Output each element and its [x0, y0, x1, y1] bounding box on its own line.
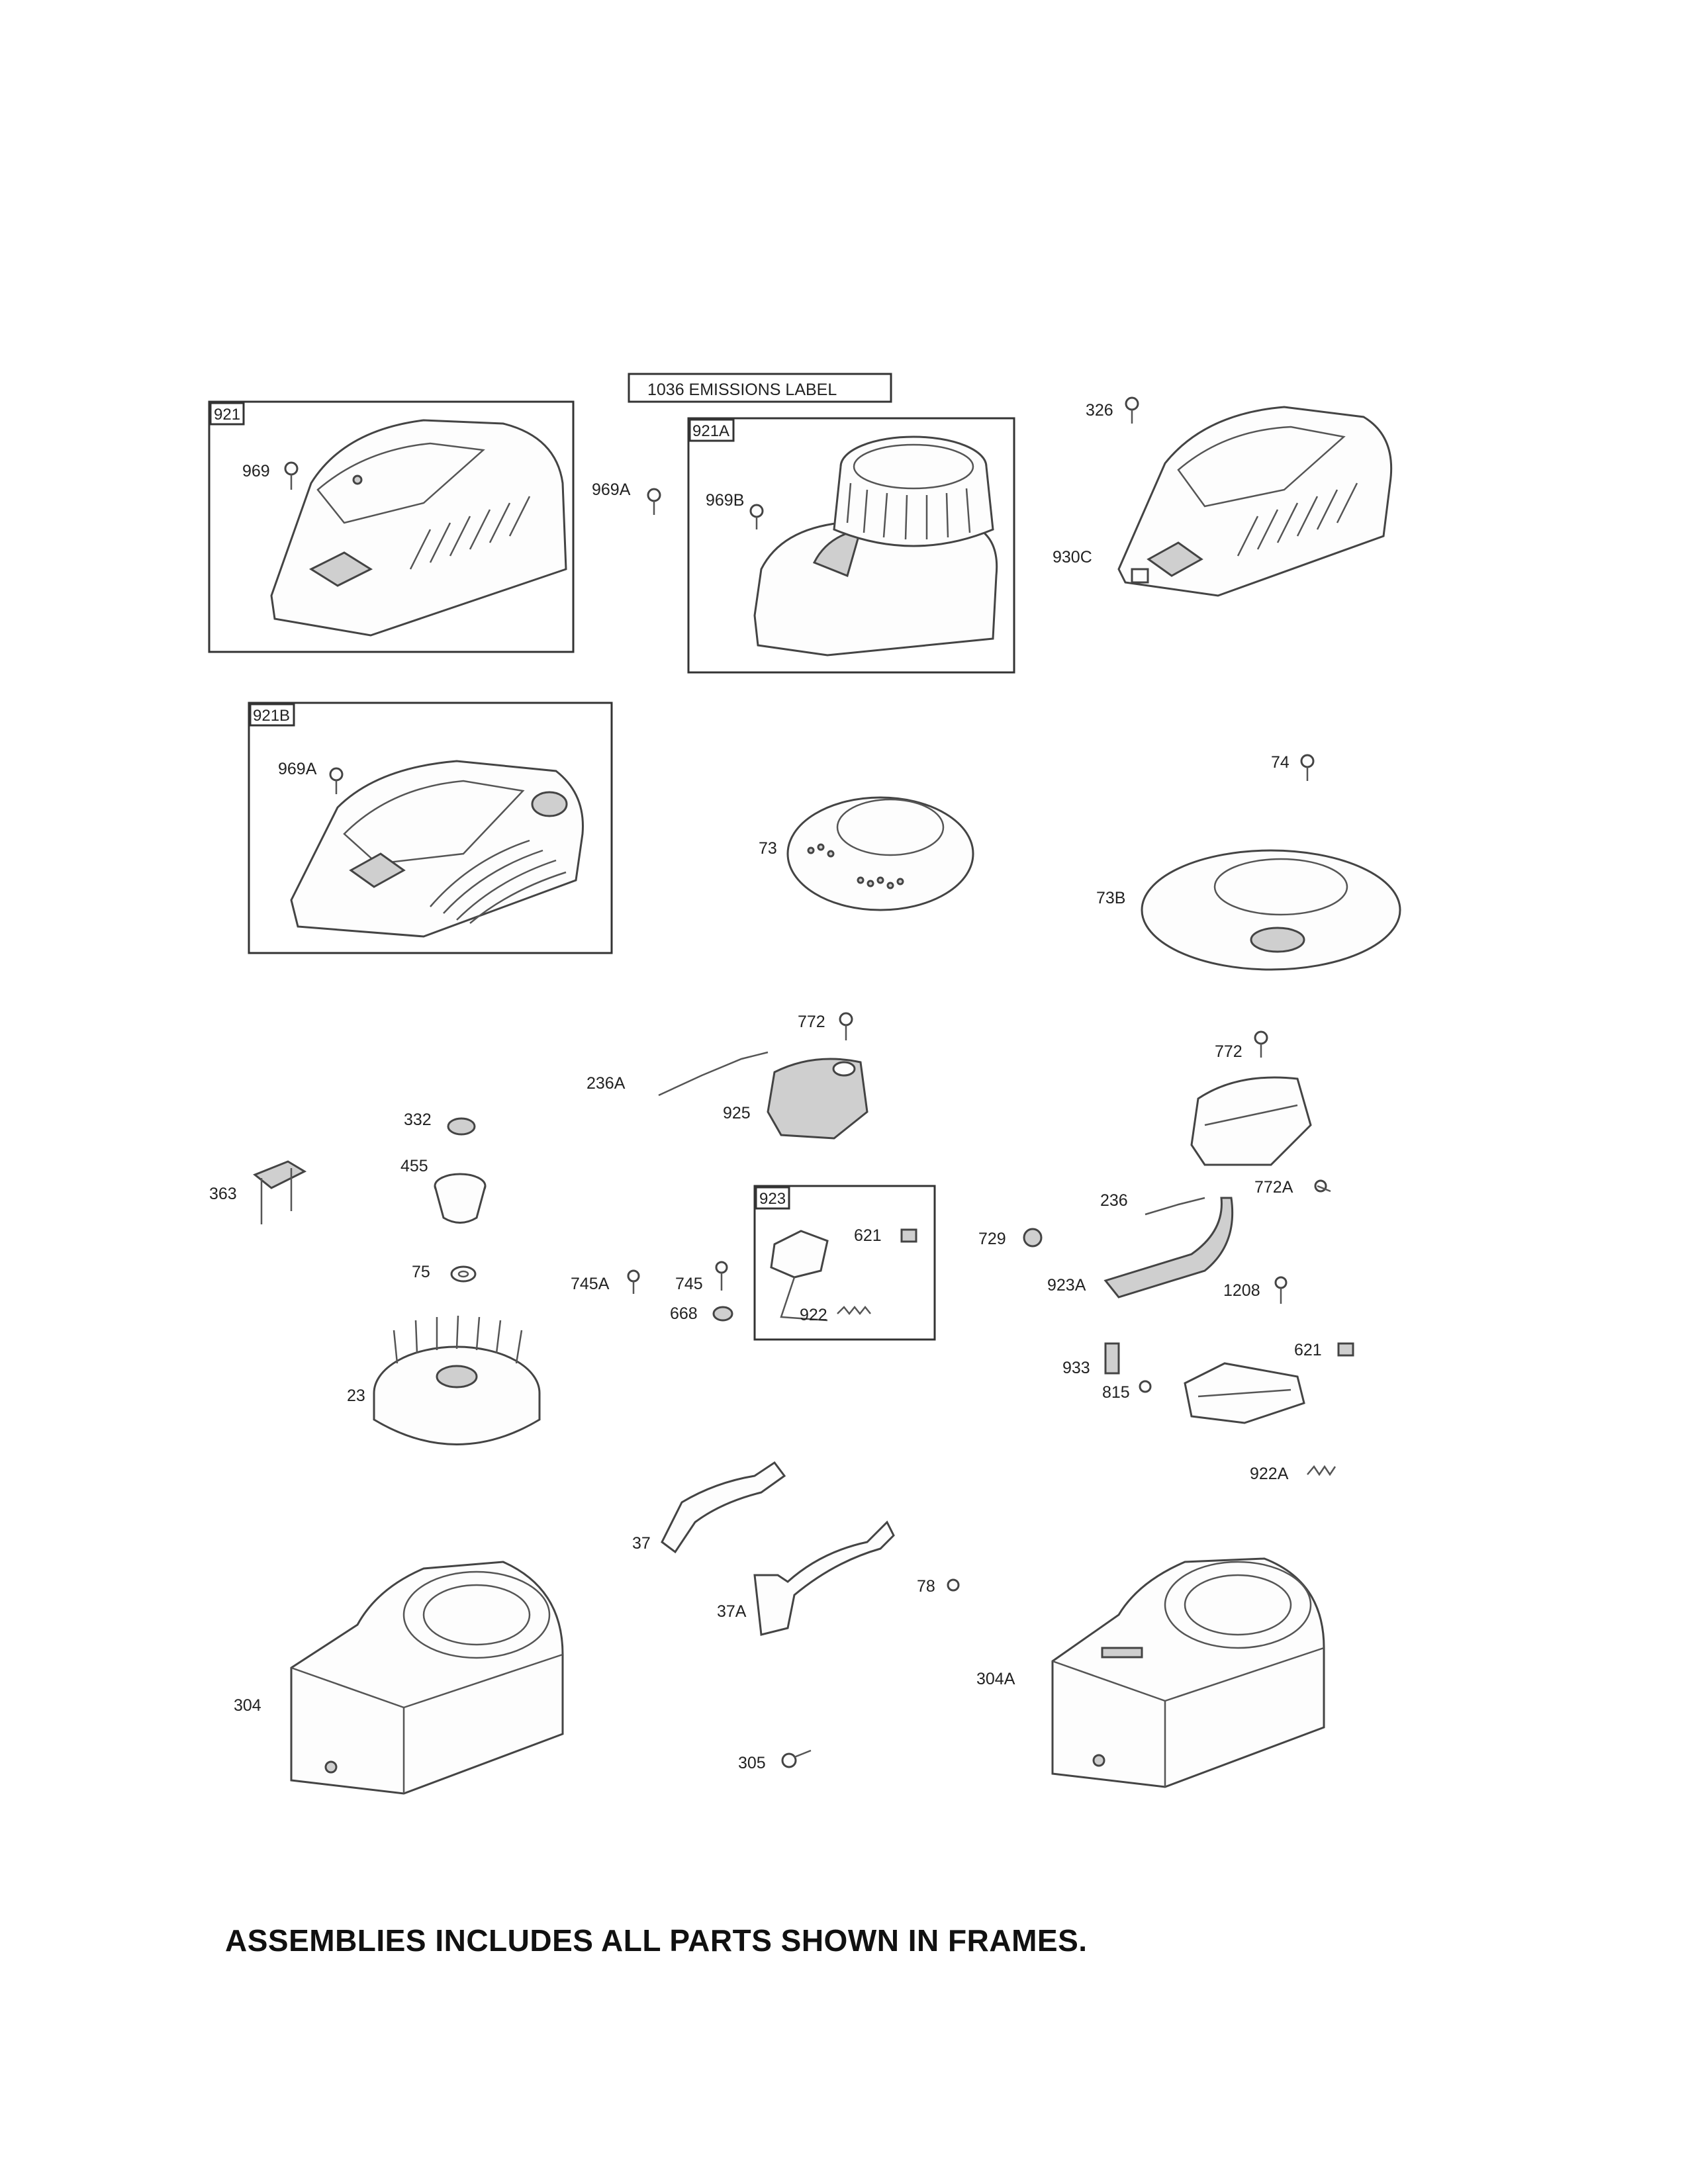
governor-bracket-923	[770, 1230, 829, 1322]
clip-621-frame	[900, 1228, 917, 1243]
label-969b: 969B	[706, 491, 744, 510]
link-236a	[658, 1051, 769, 1097]
label-1208: 1208	[1223, 1281, 1260, 1300]
washer-75	[450, 1265, 477, 1283]
bracket-363	[253, 1160, 307, 1224]
blower-housing-cover-930c	[1117, 406, 1393, 597]
screw-969a-top	[647, 488, 661, 515]
screw-1208	[1274, 1276, 1288, 1304]
clip-621-right	[1337, 1342, 1354, 1357]
label-37: 37	[632, 1534, 651, 1553]
rotating-screen-73	[786, 796, 974, 911]
screw-326	[1125, 396, 1139, 424]
frame-921-label: 921	[214, 406, 240, 424]
label-745a: 745A	[571, 1275, 610, 1293]
nut-332	[447, 1117, 476, 1136]
cup-455	[434, 1173, 487, 1224]
label-305: 305	[738, 1754, 766, 1772]
label-969a-top: 969A	[592, 480, 631, 499]
label-922: 922	[800, 1306, 827, 1324]
vent-slots-921b	[430, 839, 567, 924]
label-668: 668	[670, 1304, 698, 1323]
label-969: 969	[242, 462, 270, 480]
label-23: 23	[347, 1387, 365, 1405]
flywheel-fins	[393, 1315, 523, 1364]
spring-922	[837, 1305, 871, 1316]
link-236	[1145, 1197, 1205, 1216]
vent-slots-930c	[1237, 482, 1358, 557]
label-304a: 304A	[976, 1670, 1015, 1688]
label-930c: 930C	[1053, 548, 1092, 567]
frame-923: 923 621 922	[753, 1185, 936, 1341]
label-923a: 923A	[1047, 1276, 1086, 1295]
emissions-label-box: 1036 EMISSIONS LABEL	[628, 373, 892, 403]
label-74: 74	[1271, 753, 1289, 772]
screw-969	[284, 461, 299, 490]
label-332: 332	[404, 1111, 432, 1129]
label-73: 73	[759, 839, 777, 858]
label-922a: 922A	[1250, 1465, 1289, 1483]
label-621-frame: 621	[854, 1226, 882, 1245]
frame-921a: 921A 969B	[687, 417, 1015, 674]
label-925: 925	[723, 1104, 751, 1122]
label-815: 815	[1102, 1383, 1130, 1402]
screw-745	[715, 1261, 728, 1291]
label-933: 933	[1062, 1359, 1090, 1377]
blower-housing-cover-921b	[290, 760, 584, 938]
vent-slots-921	[409, 496, 531, 570]
label-78: 78	[917, 1577, 935, 1596]
emissions-label-text: 1036 EMISSIONS LABEL	[647, 381, 837, 399]
nut-729	[1023, 1228, 1043, 1248]
label-621-right: 621	[1294, 1341, 1322, 1359]
governor-lever-923a	[1103, 1197, 1234, 1298]
label-326: 326	[1086, 401, 1113, 420]
label-745: 745	[675, 1275, 703, 1293]
screw-745a	[627, 1269, 640, 1294]
screw-969b	[749, 504, 764, 529]
label-236: 236	[1100, 1191, 1128, 1210]
label-772-right: 772	[1215, 1042, 1243, 1061]
frame-921: 921 969	[208, 400, 575, 653]
air-guide-37	[661, 1461, 786, 1554]
spring-922a	[1307, 1465, 1336, 1477]
screw-815	[1139, 1380, 1152, 1393]
screw-772-right	[1254, 1030, 1268, 1058]
screw-74	[1300, 754, 1315, 781]
blower-housing-304	[290, 1561, 564, 1795]
label-75: 75	[412, 1263, 430, 1281]
label-37a: 37A	[717, 1602, 747, 1621]
screw-969a-frame	[329, 767, 344, 794]
flywheel-23	[373, 1315, 541, 1445]
screw-305	[781, 1749, 812, 1768]
screw-772-left	[839, 1012, 853, 1040]
frame-921a-label: 921A	[692, 422, 729, 440]
air-guide-37a	[753, 1520, 895, 1636]
starter-ring-ribs	[846, 482, 971, 540]
bracket-772-right	[1190, 1076, 1312, 1166]
label-772-left: 772	[798, 1013, 825, 1031]
label-363: 363	[209, 1185, 237, 1203]
rotating-screen-73b	[1141, 849, 1401, 971]
label-73b: 73B	[1096, 889, 1125, 907]
nut-668	[712, 1306, 733, 1322]
part-933	[1104, 1342, 1120, 1375]
assemblies-note: ASSEMBLIES INCLUDES ALL PARTS SHOWN IN F…	[225, 1923, 1088, 1958]
frame-921b: 921B 969A	[248, 702, 613, 954]
label-455: 455	[400, 1157, 428, 1175]
label-729: 729	[978, 1230, 1006, 1248]
label-304: 304	[234, 1696, 261, 1715]
blower-housing-304a	[1051, 1557, 1325, 1788]
label-969a-frame: 969A	[278, 760, 317, 778]
frame-921b-label: 921B	[253, 707, 290, 725]
label-772a: 772A	[1254, 1178, 1293, 1197]
screw-78	[947, 1578, 960, 1592]
frame-923-label: 923	[759, 1190, 786, 1208]
bracket-925	[767, 1058, 868, 1140]
blower-housing-cover-921a	[753, 435, 998, 657]
blower-housing-cover-921	[270, 419, 567, 637]
screw-772a	[1314, 1179, 1331, 1193]
label-236a: 236A	[586, 1074, 626, 1093]
control-bracket-right	[1184, 1362, 1305, 1424]
